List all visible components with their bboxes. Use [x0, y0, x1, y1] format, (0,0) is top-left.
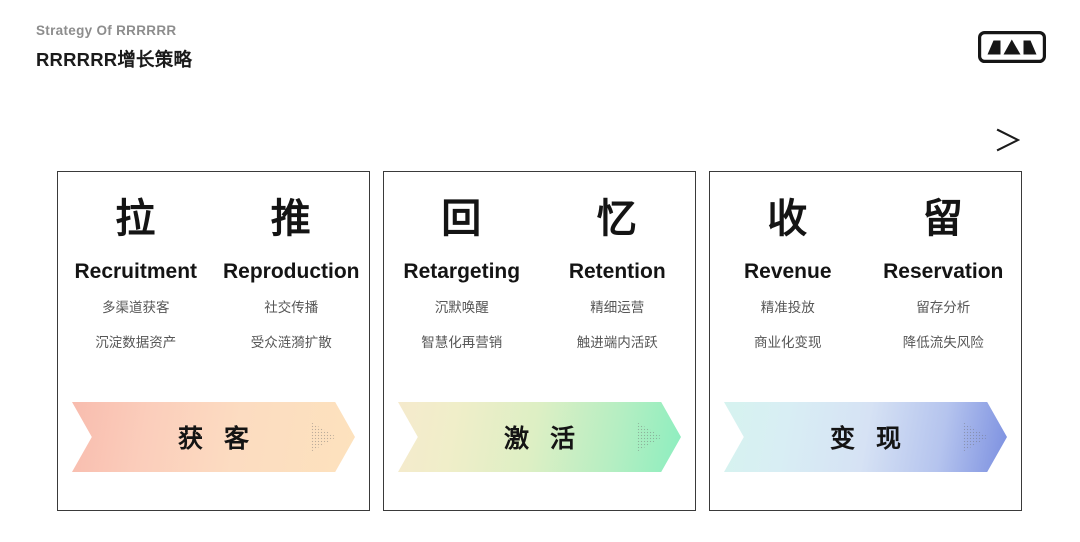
column-point: 精准投放	[760, 300, 815, 315]
chevron-banner-acquisition[interactable]: 获 客	[72, 402, 355, 472]
dot-texture-icon	[962, 422, 989, 452]
column-point: 智慧化再营销	[421, 335, 503, 350]
column-retargeting: 回 Retargeting 沉默唤醒 智慧化再营销	[384, 194, 540, 351]
banner-label: 激 活	[504, 425, 582, 453]
column-point: 沉默唤醒	[434, 300, 489, 315]
column-reproduction: 推 Reproduction 社交传播 受众涟漪扩散	[214, 194, 370, 351]
glyph-character: 回	[441, 197, 483, 241]
header-eyebrow: Strategy Of RRRRRR	[36, 23, 177, 38]
banner-wrapper: 变 现	[724, 402, 1007, 472]
glyph-character: 忆	[596, 197, 638, 241]
column-point: 多渠道获客	[102, 300, 170, 315]
column-english-title: Recruitment	[74, 260, 198, 283]
column-point: 降低流失风险	[902, 335, 984, 350]
column-point: 社交传播	[264, 300, 319, 315]
panel-columns: 回 Retargeting 沉默唤醒 智慧化再营销 忆 Retention 精细…	[384, 172, 695, 351]
banner-label: 获 客	[178, 425, 256, 453]
panel-monetization[interactable]: 收 Revenue 精准投放 商业化变现 留 Reservation 留存分析 …	[709, 171, 1022, 511]
mountain-logo	[978, 31, 1047, 63]
panel-acquisition[interactable]: 拉 Recruitment 多渠道获客 沉淀数据资产 推 Reproductio…	[57, 171, 370, 511]
panel-activation[interactable]: 回 Retargeting 沉默唤醒 智慧化再营销 忆 Retention 精细…	[383, 171, 696, 511]
timeline-arrow	[57, 128, 1021, 152]
column-english-title: Reservation	[883, 260, 1004, 283]
page-title: RRRRRR增长策略	[36, 49, 193, 70]
banner-wrapper: 激 活	[398, 402, 681, 472]
column-point: 精细运营	[590, 300, 645, 315]
column-reservation: 留 Reservation 留存分析 降低流失风险	[866, 194, 1022, 351]
panel-columns: 拉 Recruitment 多渠道获客 沉淀数据资产 推 Reproductio…	[58, 172, 369, 351]
column-english-title: Retargeting	[403, 260, 521, 283]
column-point: 商业化变现	[754, 335, 822, 350]
page-header: Strategy Of RRRRRR RRRRRR增长策略	[36, 22, 192, 72]
chevron-banner-activation[interactable]: 激 活	[398, 402, 681, 472]
dot-texture-icon	[636, 422, 663, 452]
column-point: 触进端内活跃	[576, 335, 658, 350]
panel-columns: 收 Revenue 精准投放 商业化变现 留 Reservation 留存分析 …	[710, 172, 1021, 351]
chevron-banner-monetization[interactable]: 变 现	[724, 402, 1007, 472]
column-english-title: Reproduction	[223, 260, 360, 283]
dot-texture-icon	[310, 422, 337, 452]
column-english-title: Revenue	[743, 260, 832, 283]
column-retention: 忆 Retention 精细运营 触进端内活跃	[540, 194, 696, 351]
banner-label: 变 现	[830, 425, 908, 453]
glyph-character: 留	[922, 197, 964, 241]
column-point: 受众涟漪扩散	[250, 335, 332, 350]
glyph-character: 收	[767, 197, 809, 241]
column-revenue: 收 Revenue 精准投放 商业化变现	[710, 194, 866, 351]
column-recruitment: 拉 Recruitment 多渠道获客 沉淀数据资产	[58, 194, 214, 351]
strategy-panels: 拉 Recruitment 多渠道获客 沉淀数据资产 推 Reproductio…	[57, 171, 1022, 511]
glyph-character: 拉	[115, 197, 157, 241]
column-point: 沉淀数据资产	[95, 335, 177, 350]
glyph-character: 推	[270, 197, 312, 241]
banner-wrapper: 获 客	[72, 402, 355, 472]
column-point: 留存分析	[916, 300, 971, 315]
column-english-title: Retention	[568, 260, 666, 283]
